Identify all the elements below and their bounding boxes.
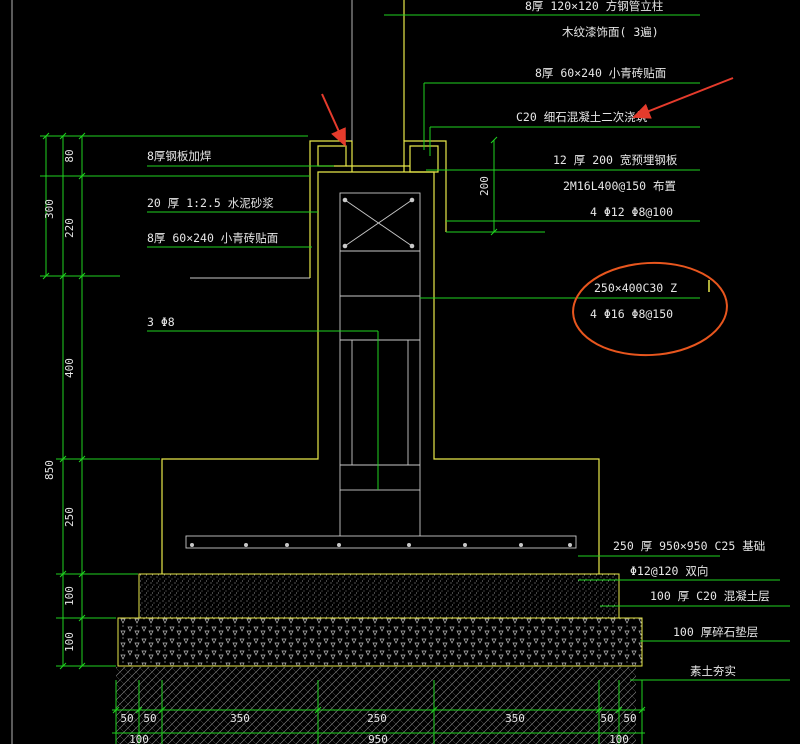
callout-steel-post: 8厚 120×120 方钢管立柱 bbox=[525, 0, 664, 13]
callout-brick-veneer-top: 8厚 60×240 小青砖贴面 bbox=[535, 66, 666, 80]
callout-wood-paint: 木纹漆饰面( 3遍) bbox=[562, 25, 659, 39]
dim-h50d: 50 bbox=[623, 712, 636, 725]
dim-200-ticks bbox=[490, 136, 498, 236]
callout-rebar-a: 4 Φ12 Φ8@100 bbox=[590, 205, 673, 219]
bottom-dimension-chain bbox=[112, 680, 646, 744]
grout-right bbox=[409, 145, 439, 173]
veneer-right bbox=[403, 140, 447, 232]
rebar-cage bbox=[185, 192, 577, 549]
callout-concrete-layer: 100 厚 C20 混凝土层 bbox=[650, 589, 770, 603]
dim-h50c: 50 bbox=[600, 712, 613, 725]
dim-100-gravel: 100 bbox=[63, 632, 76, 652]
dim-200: 200 bbox=[478, 176, 491, 196]
dim-300: 300 bbox=[43, 199, 56, 219]
callout-embedded-plate: 12 厚 200 宽预埋钢板 bbox=[553, 153, 678, 167]
c20-concrete-layer bbox=[138, 573, 620, 619]
dim-80: 80 bbox=[63, 149, 76, 162]
callout-footing: 250 厚 950×950 C25 基础 bbox=[613, 539, 765, 553]
footing-column-outline bbox=[161, 171, 600, 574]
dim-h250: 250 bbox=[367, 712, 387, 725]
red-arrow-right bbox=[632, 77, 734, 119]
dim-h50b: 50 bbox=[143, 712, 156, 725]
left-dimension-chain bbox=[40, 132, 310, 670]
dim-220: 220 bbox=[63, 218, 76, 238]
dim-h350b: 350 bbox=[505, 712, 525, 725]
dim-h950: 950 bbox=[368, 733, 388, 744]
callout-footing-rebar: Φ12@120 双向 bbox=[630, 564, 708, 578]
dim-250: 250 bbox=[63, 507, 76, 527]
red-arrow-left bbox=[321, 93, 346, 147]
gravel-cushion-layer bbox=[117, 617, 643, 667]
dim-850: 850 bbox=[43, 460, 56, 480]
callout-gravel-layer: 100 厚碎石垫层 bbox=[673, 625, 758, 639]
dim-h100a: 100 bbox=[129, 733, 149, 744]
highlight-circle bbox=[572, 261, 728, 357]
callout-c20-grout: C20 细石混凝土二次浇筑 bbox=[516, 110, 648, 124]
callout-stirrup: 3 Φ8 bbox=[147, 315, 175, 329]
callout-column-size: 250×400C30 Z bbox=[594, 281, 677, 295]
callout-rebar-b: 4 Φ16 Φ8@150 bbox=[590, 307, 673, 321]
callout-steel-plate-weld: 8厚钢板加焊 bbox=[147, 149, 212, 163]
left-leader-lines bbox=[147, 165, 379, 490]
veneer-left bbox=[309, 140, 353, 278]
dim-h100b: 100 bbox=[609, 733, 629, 744]
callout-compacted-soil: 素土夯实 bbox=[690, 664, 736, 678]
callout-cement-mortar: 20 厚 1:2.5 水泥砂浆 bbox=[147, 196, 274, 210]
dim-100-concrete: 100 bbox=[63, 586, 76, 606]
grout-left bbox=[317, 145, 347, 167]
dim-400: 400 bbox=[63, 358, 76, 378]
dim-h350a: 350 bbox=[230, 712, 250, 725]
compacted-soil-layer bbox=[116, 667, 636, 744]
dim-h50a: 50 bbox=[120, 712, 133, 725]
right-leader-lines bbox=[384, 14, 790, 681]
callout-anchor-bolts: 2M16L400@150 布置 bbox=[563, 179, 676, 193]
callout-brick-veneer-left: 8厚 60×240 小青砖贴面 bbox=[147, 231, 278, 245]
